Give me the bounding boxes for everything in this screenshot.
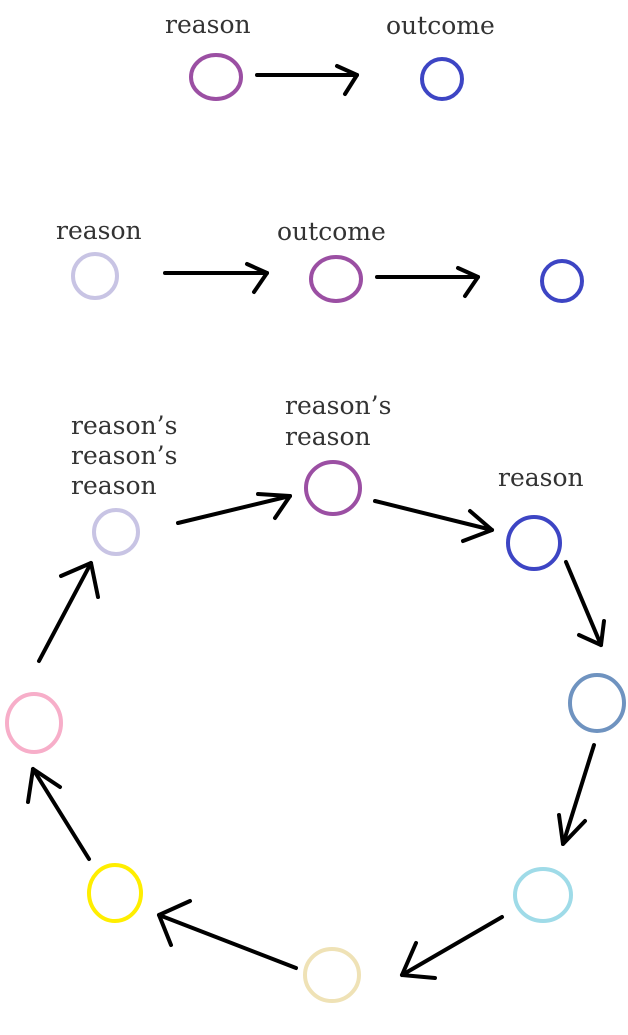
d3-label-top-left-line2: reason’s (71, 441, 177, 470)
d3-arrow-1-to-2 (176, 492, 292, 525)
diagram-simple-chain: reason outcome (165, 10, 495, 101)
d3-label-top-center-line1: reason’s (285, 391, 391, 420)
d3-arrow-2-to-3 (373, 499, 494, 543)
d2-arrow-2 (375, 266, 480, 298)
d2-node-outcome (309, 255, 363, 303)
d3-node-7 (87, 863, 143, 923)
d2-label-reason: reason (56, 216, 142, 245)
d3-arrow-8-to-1 (37, 561, 100, 663)
d3-arrow-6-to-7 (157, 899, 298, 970)
diagram-extended-chain: reason outcome (56, 216, 584, 303)
d2-node-reason (71, 252, 119, 300)
d3-label-top-left-line1: reason’s (71, 411, 177, 440)
d1-arrow (255, 64, 359, 96)
d3-node-5 (513, 867, 573, 923)
d3-arrow-5-to-6 (400, 915, 504, 980)
d3-label-top-right: reason (498, 463, 584, 492)
d2-label-outcome: outcome (277, 217, 386, 246)
d1-node-outcome (420, 57, 464, 101)
d2-arrow-1 (163, 262, 269, 294)
d1-label-outcome: outcome (386, 11, 495, 40)
d3-node-4 (568, 673, 626, 733)
d3-label-top-center-line2: reason (285, 422, 371, 451)
d3-node-8 (5, 692, 63, 754)
d3-node-6 (303, 947, 361, 1003)
d1-node-reason (189, 53, 243, 101)
d3-arrow-3-to-4 (564, 560, 606, 647)
d3-arrow-7-to-8 (26, 767, 91, 861)
d3-node-1 (92, 508, 140, 556)
d3-label-top-left-line3: reason (71, 471, 157, 500)
d3-node-3 (506, 515, 562, 571)
d1-label-reason: reason (165, 10, 251, 39)
d3-arrow-4-to-5 (557, 743, 596, 846)
diagram-reason-cycle: reason’s reason’s reason reason’s reason… (5, 391, 626, 1003)
d3-node-2 (304, 460, 362, 516)
d2-node-next (540, 259, 584, 303)
